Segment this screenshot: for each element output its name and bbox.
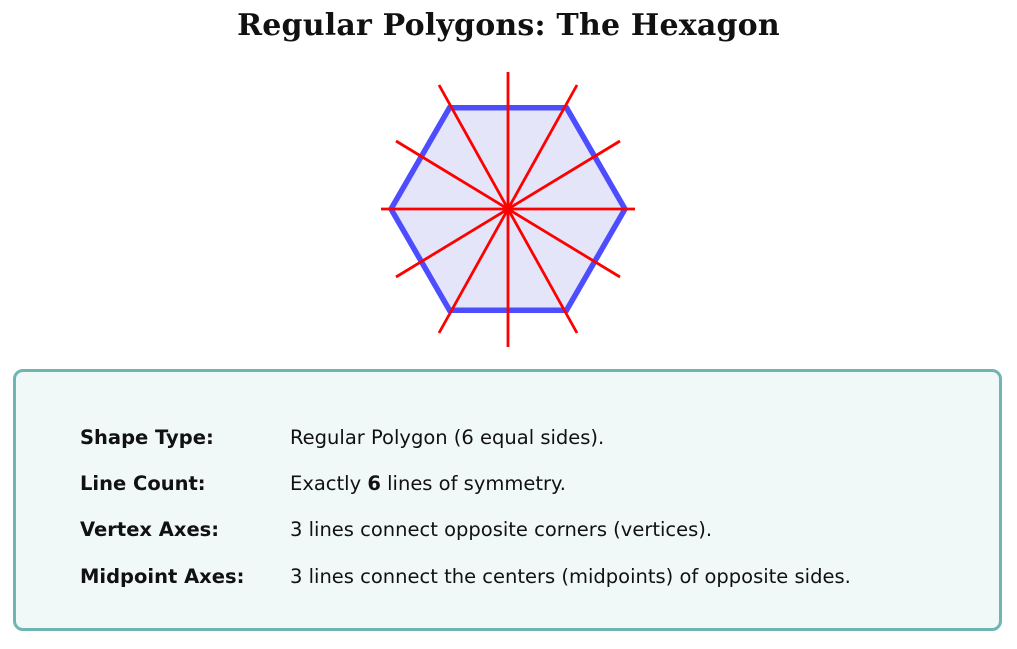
info-value: 3 lines connect the centers (midpoints) …: [290, 565, 851, 588]
hexagon-diagram: [381, 72, 635, 347]
midpoint-axis-150: [395, 139, 621, 279]
info-value: Regular Polygon (6 equal sides).: [290, 426, 605, 449]
page-title: Regular Polygons: The Hexagon: [237, 8, 780, 43]
line-count-number: 6: [367, 472, 381, 495]
info-value: 3 lines connect opposite corners (vertic…: [290, 518, 713, 541]
info-label: Vertex Axes:: [80, 518, 220, 541]
info-value: Exactly 6 lines of symmetry.: [290, 469, 566, 499]
info-panel: Shape Type: Regular Polygon (6 equal sid…: [13, 369, 1002, 631]
info-label: Line Count:: [80, 472, 206, 495]
info-label: Shape Type:: [80, 426, 214, 449]
symmetry-lines: [381, 72, 635, 347]
value-prefix: Exactly: [290, 472, 368, 495]
info-label: Midpoint Axes:: [80, 565, 245, 588]
value-suffix: lines of symmetry.: [380, 472, 566, 495]
